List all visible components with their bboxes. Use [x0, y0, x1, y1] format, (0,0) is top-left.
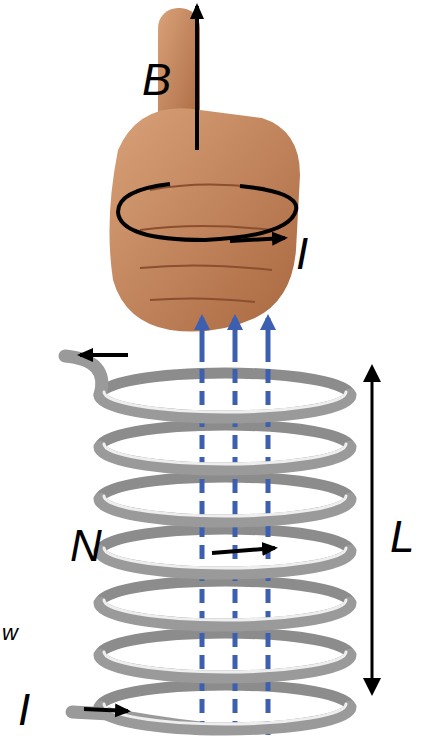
- current-arrow: [84, 709, 128, 711]
- current-arrow: [212, 548, 275, 553]
- current-label: I: [18, 688, 30, 732]
- current-loop: [118, 184, 296, 240]
- edge-label: w: [2, 622, 18, 644]
- current-arrow: [80, 353, 128, 357]
- coil-back: [100, 373, 350, 707]
- current-label: I: [296, 232, 308, 276]
- right-hand: [109, 8, 300, 332]
- length-arrow: [371, 380, 374, 680]
- current-loop-head: [230, 238, 285, 241]
- coil-front: [65, 356, 350, 729]
- length-arrow-heads: [363, 364, 381, 696]
- length-label: L: [390, 515, 414, 559]
- field-label: B: [142, 58, 171, 102]
- field-arrow: [195, 6, 199, 150]
- turns-label: N: [70, 524, 102, 568]
